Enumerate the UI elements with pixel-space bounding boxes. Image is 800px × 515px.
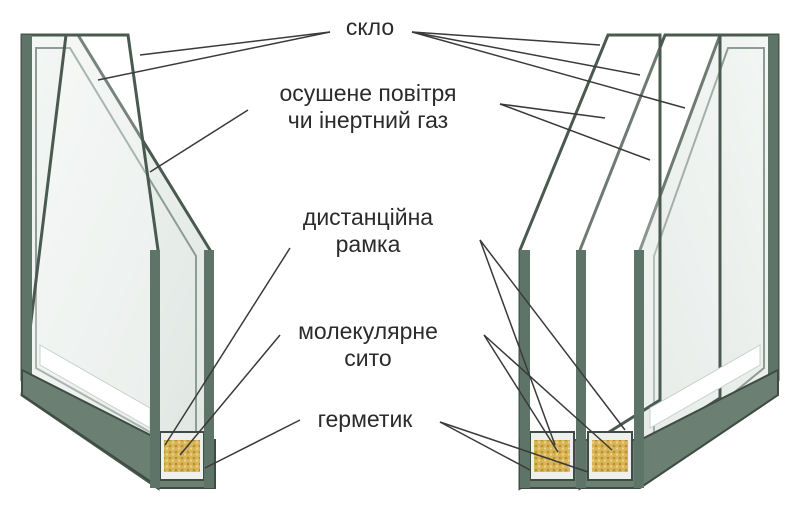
label-sealant: герметик: [290, 406, 440, 433]
right-glass-slab-2: [576, 250, 586, 488]
right-edge-bar: [768, 35, 778, 385]
label-spacer-line1: дистанційна: [302, 204, 434, 230]
label-molecular-sieve: молекулярне сито: [268, 318, 468, 372]
right-glass-slab-1: [520, 250, 530, 488]
right-inner-sill: [649, 344, 761, 429]
label-sealant-text: герметик: [317, 406, 413, 432]
label-sieve-line2: сито: [344, 345, 392, 371]
right-back-frame: [653, 47, 765, 461]
left-glass-slab-2: [204, 250, 214, 488]
label-dried-air-line2: чи інертний газ: [287, 107, 449, 133]
label-spacer-line2: рамка: [335, 231, 401, 257]
leader-lines: [97, 31, 686, 473]
label-dried-air-line1: осушене повітря: [279, 80, 457, 106]
right-desiccant-2: [592, 440, 628, 472]
label-sieve-line1: молекулярне: [298, 318, 438, 344]
label-dried-air: осушене повітря чи інертний газ: [238, 80, 498, 134]
left-edge-bar: [22, 35, 32, 385]
label-glass: скло: [330, 14, 410, 41]
left-glass-slab-1: [150, 250, 160, 488]
left-glazing-unit: [20, 33, 216, 491]
label-glass-text: скло: [345, 14, 395, 40]
left-desiccant: [164, 440, 200, 472]
right-glazing-unit: [518, 33, 780, 491]
label-spacer-frame: дистанційна рамка: [268, 204, 468, 258]
right-glass-slab-3: [634, 250, 644, 488]
